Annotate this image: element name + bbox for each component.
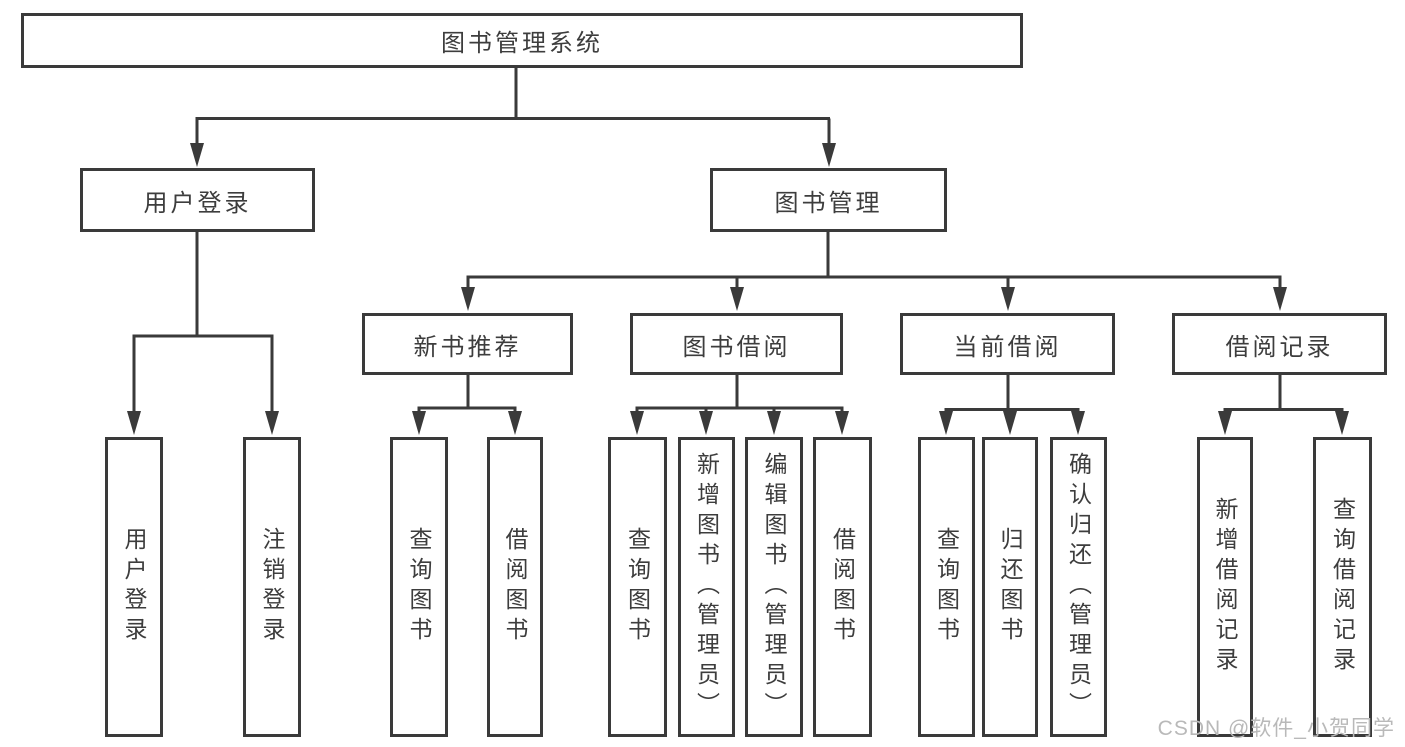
arrowhead [461, 287, 475, 311]
leaf-add-book-admin: 新增图书（管理员） [678, 437, 735, 737]
edge-newbook-to-leaves [417, 375, 517, 414]
arrowhead [508, 411, 522, 435]
edge-bookborrow-to-leaves [635, 375, 844, 414]
arrowhead [1001, 287, 1015, 311]
leaf-query-books-recommend: 查询图书 [390, 437, 448, 737]
arrowhead [265, 411, 279, 435]
arrowhead [822, 143, 836, 167]
arrowhead [767, 411, 781, 435]
arrowhead [127, 411, 141, 435]
edge-borrowrecords-to-leaves [1223, 375, 1344, 414]
node-borrow-records: 借阅记录 [1172, 313, 1387, 375]
leaf-query-books-current: 查询图书 [918, 437, 975, 737]
arrowhead [1071, 411, 1085, 435]
node-new-book-recommend: 新书推荐 [362, 313, 573, 375]
node-user-login: 用户登录 [80, 168, 315, 232]
arrowhead [412, 411, 426, 435]
leaf-return-book: 归还图书 [982, 437, 1038, 737]
leaf-logout: 注销登录 [243, 437, 301, 737]
leaf-borrow-books-borrow: 借阅图书 [813, 437, 872, 737]
leaf-query-books-borrow: 查询图书 [608, 437, 667, 737]
arrowhead [1273, 287, 1287, 311]
arrowhead [1218, 411, 1232, 435]
leaf-confirm-return-admin: 确认归还（管理员） [1050, 437, 1107, 737]
edge-currentborrow-to-leaves [944, 375, 1080, 414]
leaf-add-borrow-record: 新增借阅记录 [1197, 437, 1253, 737]
arrowhead [835, 411, 849, 435]
arrowhead [190, 143, 204, 167]
node-current-borrow: 当前借阅 [900, 313, 1115, 375]
node-book-management: 图书管理 [710, 168, 947, 232]
edge-userlogin-to-leaves [132, 232, 274, 413]
node-book-borrow: 图书借阅 [630, 313, 843, 375]
arrowhead [1003, 411, 1017, 435]
leaf-user-login: 用户登录 [105, 437, 163, 737]
arrowhead [730, 287, 744, 311]
node-root-system: 图书管理系统 [21, 13, 1023, 68]
arrowhead [1335, 411, 1349, 435]
leaf-edit-book-admin: 编辑图书（管理员） [745, 437, 803, 737]
arrowhead [699, 411, 713, 435]
arrowhead [630, 411, 644, 435]
edge-root-to-level2 [195, 68, 831, 145]
leaf-query-borrow-record: 查询借阅记录 [1313, 437, 1372, 737]
watermark: CSDN @软件_小贺同学 [1157, 717, 1395, 740]
arrowhead [939, 411, 953, 435]
edge-bookmgmt-to-level3 [466, 232, 1282, 290]
leaf-borrow-books-recommend: 借阅图书 [487, 437, 543, 737]
